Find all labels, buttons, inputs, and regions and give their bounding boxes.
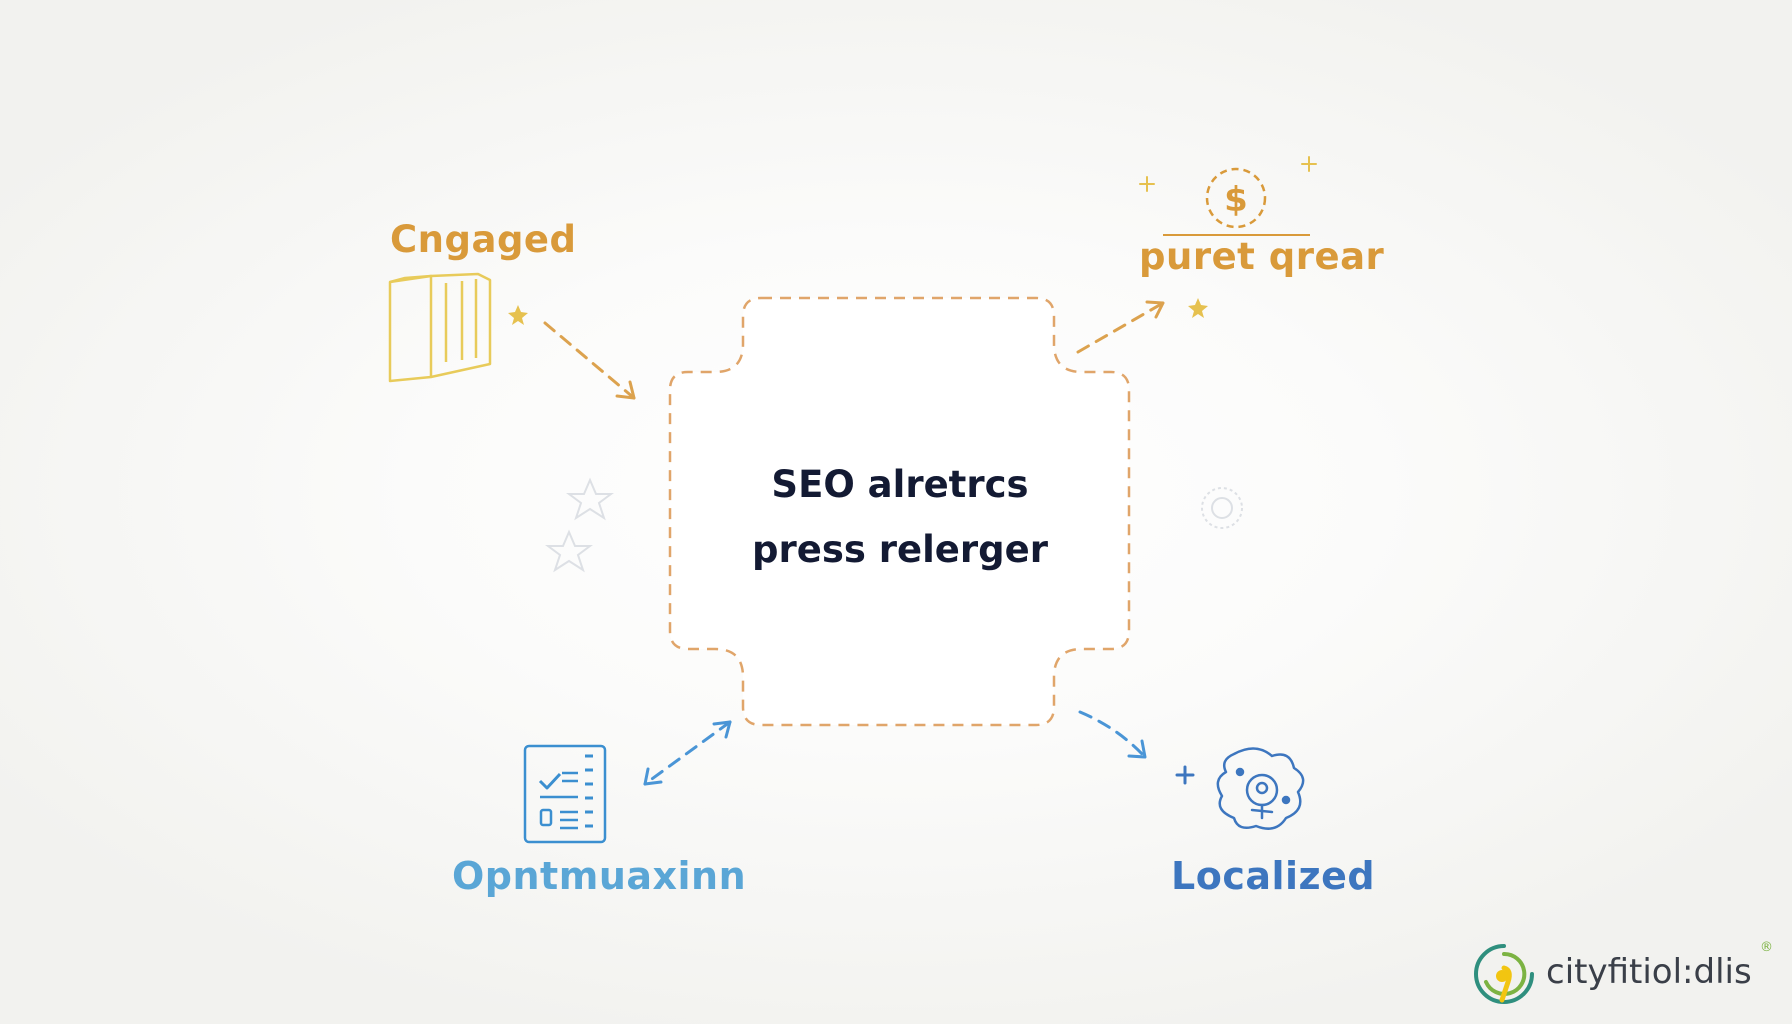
registered-mark: ® [1760,940,1773,955]
plus-sparkles [1139,156,1317,785]
brand-logo: cityfitiol:dlis ® [1468,940,1773,1010]
arrow-top-left [543,321,636,400]
dollar-icon: $ [1163,167,1310,236]
arrow-bottom-left [643,720,732,786]
sparkle-decoration [545,477,1243,573]
center-box [668,296,1131,727]
center-title-line2: press relerger [752,528,1048,571]
svg-text:$: $ [1224,180,1248,220]
logo-mark-icon [1474,944,1534,1004]
star-sparkles [508,298,1208,325]
folder-icon [388,272,492,383]
checklist-icon [523,744,607,844]
logo-text: cityfitiol:dlis [1546,952,1752,992]
label-top-right: puret qrear [1139,235,1385,278]
label-top-left: Cngaged [390,218,577,261]
label-bottom-right: Localized [1171,854,1376,898]
arrow-bottom-right [1078,710,1147,759]
label-bottom-left: Opntmuaxinn [452,854,747,898]
location-map-icon [1216,747,1305,830]
center-title-line1: SEO alretrcs [771,463,1029,506]
center-title: SEO alretrcs press relerger [700,452,1100,582]
arrow-top-right [1076,300,1165,354]
